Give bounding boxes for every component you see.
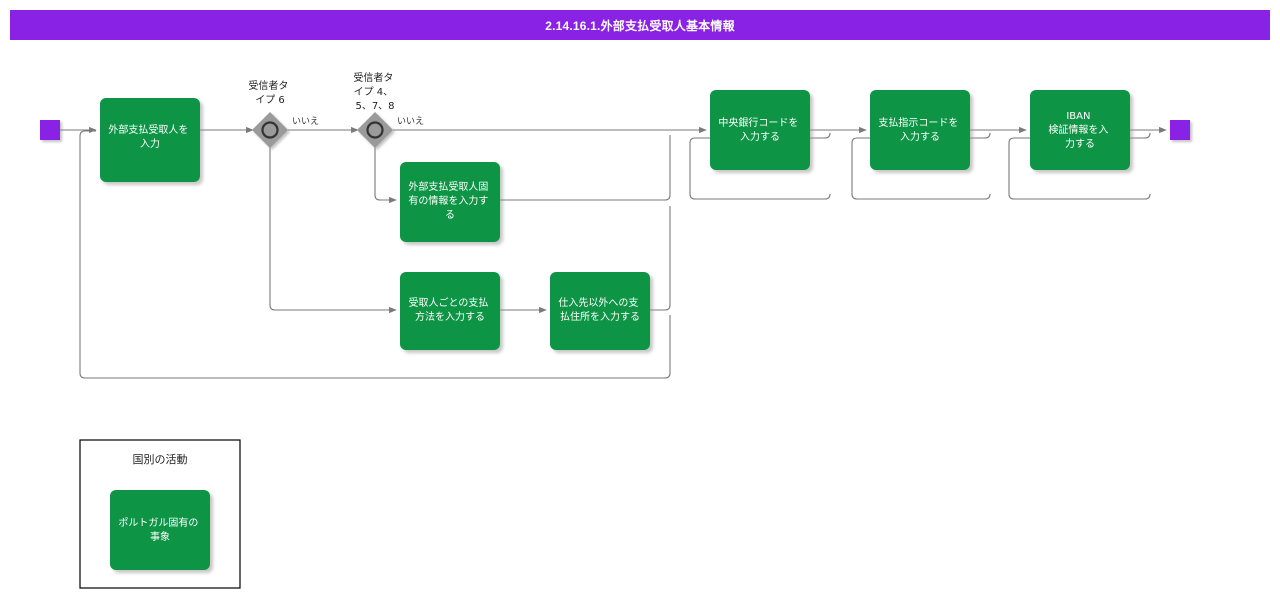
page-title-bar: 2.14.16.1.外部支払受取人基本情報: [10, 10, 1270, 40]
legend-item-label: ポルトガル固有の 事象: [118, 516, 201, 543]
task-label: 中央銀行コードを 入力する: [718, 116, 801, 143]
task-label: 外部支払受取人を 入力: [108, 123, 191, 150]
edge-g2-down-to-t2: [374, 147, 397, 204]
gateway-recipient-type-6[interactable]: [252, 112, 288, 148]
task-label: 支払指示コードを 入力する: [878, 116, 961, 143]
edge-label-no-2: いいえ: [397, 116, 424, 127]
task-label: 仕入先以外への支 払住所を入力する: [558, 296, 641, 323]
task-label: 受取人ごとの支払 方法を入力する: [408, 296, 491, 323]
legend-item-portugal: ポルトガル固有の 事象: [110, 490, 210, 570]
gateway-recipient-type-4578[interactable]: [357, 112, 393, 148]
edge-t2-to-merge: [500, 135, 671, 201]
task-payee-specific-info[interactable]: 外部支払受取人固 有の情報を入力す る: [400, 162, 500, 242]
edge-bypass-t5: [689, 132, 831, 200]
page-title: 2.14.16.1.外部支払受取人基本情報: [545, 18, 735, 33]
task-nonsupplier-payment-address[interactable]: 仕入先以外への支 払住所を入力する: [550, 272, 650, 350]
gateway-1-label: 受信者タ イプ 6: [248, 80, 291, 106]
task-payee-payment-method[interactable]: 受取人ごとの支払 方法を入力する: [400, 272, 500, 350]
connector-layer: [60, 126, 1167, 379]
edge-label-no-1: いいえ: [292, 116, 319, 127]
edge-bypass-t6: [851, 132, 991, 200]
task-label: 外部支払受取人固 有の情報を入力す る: [408, 180, 491, 221]
edge-loopback-bottom: [79, 130, 671, 379]
task-payment-instruction-code[interactable]: 支払指示コードを 入力する: [870, 90, 970, 170]
gateway-2-label: 受信者タ イプ 4、 5、7、8: [353, 72, 396, 112]
task-iban-validation-info[interactable]: IBAN 検証情報を入 力する: [1030, 90, 1130, 170]
task-label: IBAN 検証情報を入 力する: [1048, 111, 1111, 150]
legend-title: 国別の活動: [133, 452, 188, 466]
task-external-payee-input[interactable]: 外部支払受取人を 入力: [100, 98, 200, 182]
task-central-bank-code[interactable]: 中央銀行コードを 入力する: [710, 90, 810, 170]
edge-g1-down-to-t3: [269, 147, 397, 314]
edge-t4-to-merge: [650, 206, 671, 311]
end-terminator: [1170, 120, 1190, 140]
edge-bypass-t7: [1008, 132, 1151, 200]
legend-panel: 国別の活動 ポルトガル固有の 事象: [79, 439, 241, 589]
start-terminator: [40, 120, 60, 140]
